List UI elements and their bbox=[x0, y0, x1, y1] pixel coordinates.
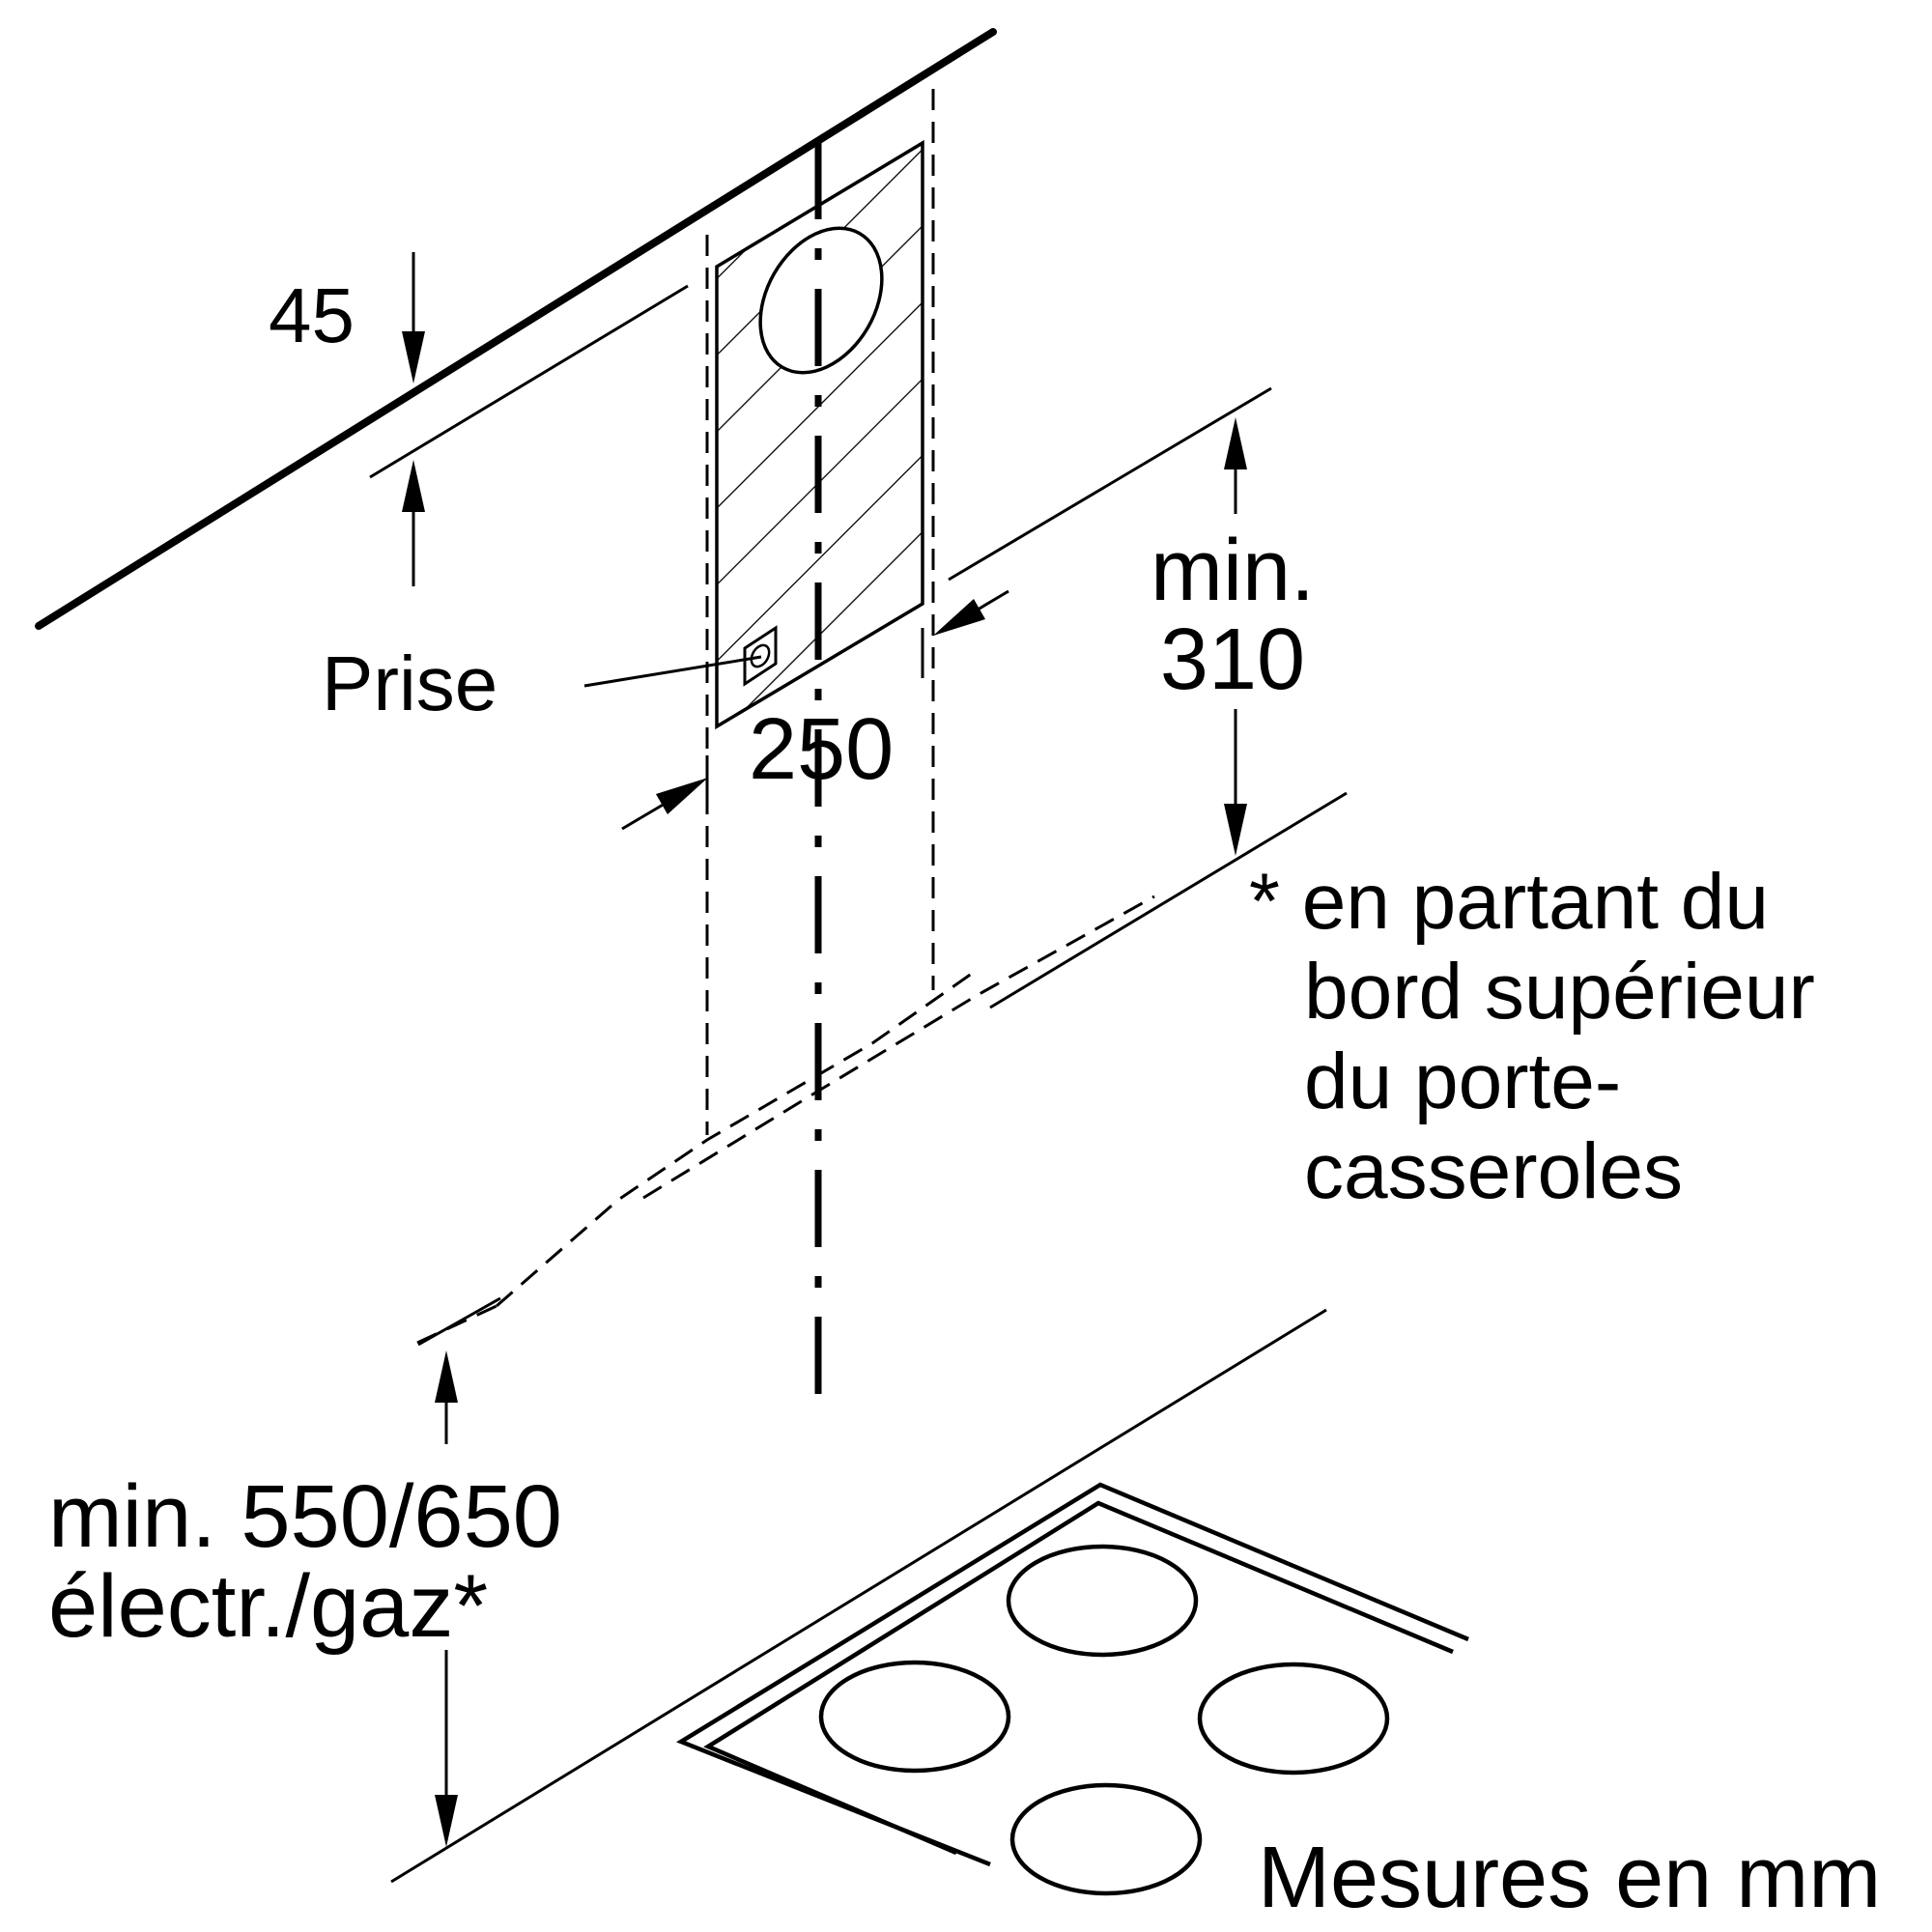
ceiling-offset-line bbox=[369, 284, 689, 479]
burner-icon bbox=[1006, 1544, 1199, 1658]
dimension-45 bbox=[402, 252, 425, 586]
footnote-line4: casseroles bbox=[1304, 1127, 1683, 1215]
footnote-line3: du porte- bbox=[1304, 1037, 1621, 1125]
hob-distance-label-line1: min. 550/650 bbox=[48, 1467, 562, 1566]
units-note: Mesures en mm bbox=[1258, 1830, 1881, 1926]
hood-dashed-outline bbox=[416, 895, 1155, 1345]
burner-icon bbox=[1197, 1662, 1390, 1776]
pan-support-line-top bbox=[948, 386, 1272, 582]
dimension-310 bbox=[1224, 417, 1247, 856]
ceiling-line bbox=[35, 28, 997, 630]
dimension-250 bbox=[621, 589, 1009, 831]
dimension-label-250: 250 bbox=[749, 701, 894, 798]
cooktop bbox=[675, 1482, 1469, 1896]
hob-distance-label-line2: électr./gaz* bbox=[48, 1557, 488, 1656]
dimension-label-310: 310 bbox=[1160, 611, 1305, 708]
hob-distance-ref-line bbox=[417, 1296, 501, 1347]
socket-label: Prise bbox=[322, 640, 497, 726]
cooktop-reference-line bbox=[390, 1308, 1327, 1884]
burner-icon bbox=[818, 1660, 1011, 1774]
burner-icon bbox=[1009, 1782, 1203, 1896]
socket-leader-line bbox=[583, 655, 762, 688]
dimension-label-45: 45 bbox=[269, 272, 355, 358]
pan-support-line bbox=[989, 791, 1348, 1009]
dimension-label-min: min. bbox=[1151, 523, 1315, 619]
footnote-line1: * en partant du bbox=[1249, 858, 1769, 946]
footnote-line2: bord supérieur bbox=[1304, 948, 1815, 1036]
dimension-550-650 bbox=[435, 1350, 458, 1847]
